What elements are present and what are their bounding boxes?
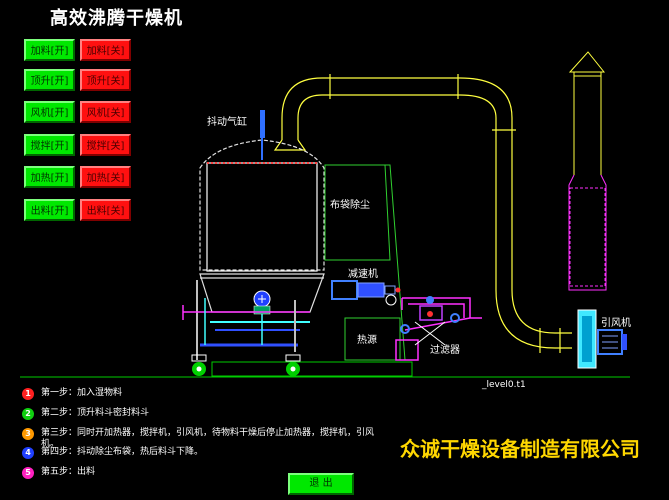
company-name: 众诚干燥设备制造有限公司 (400, 437, 640, 461)
step-text: 第一步：加入湿物料 (41, 388, 123, 398)
reducer-label: 减速机 (348, 269, 378, 280)
fan-label: 引风机 (601, 318, 631, 329)
vibration-cylinder (260, 110, 265, 160)
filter-label: 过滤器 (430, 345, 460, 356)
step-number-badge: 3 (22, 428, 34, 440)
heat-source-piping (395, 297, 482, 361)
bowl-motor (253, 290, 271, 315)
exit-button[interactable]: 退 出 (288, 473, 354, 495)
fan-on-button[interactable]: 风机[开] (24, 101, 75, 123)
dryer-tower (199, 139, 325, 313)
discharge-off-button[interactable]: 出料[关] (80, 199, 131, 221)
chimney-stack (568, 51, 607, 291)
base-platform (211, 361, 413, 377)
page-title: 高效沸腾干燥机 (50, 8, 183, 29)
step-number-badge: 5 (22, 467, 34, 479)
cylinder-label: 抖动气缸 (207, 117, 247, 128)
feed-off-button[interactable]: 加料[关] (80, 39, 131, 61)
trolley-frame (183, 280, 310, 360)
reducer-motor (331, 280, 401, 300)
heat-source-label: 热源 (357, 335, 377, 346)
bag-filter-label: 布袋除尘 (330, 200, 370, 211)
step-text: 第四步：抖动除尘布袋，热后料斗下降。 (41, 447, 204, 457)
step-text: 第五步：出料 (41, 467, 96, 477)
stir-off-button[interactable]: 搅拌[关] (80, 134, 131, 156)
lift-off-button[interactable]: 顶升[关] (80, 69, 131, 91)
heat-on-button[interactable]: 加热[开] (24, 166, 75, 188)
filter-valve (385, 294, 460, 346)
exhaust-duct (273, 74, 572, 353)
step-number-badge: 4 (22, 447, 34, 459)
heat-off-button[interactable]: 加热[关] (80, 166, 131, 188)
lift-on-button[interactable]: 顶升[开] (24, 69, 75, 91)
step-text: 第二步：顶升料斗密封料斗 (41, 408, 150, 418)
feed-on-button[interactable]: 加料[开] (24, 39, 75, 61)
fan-off-button[interactable]: 风机[关] (80, 101, 131, 123)
step-number-badge: 2 (22, 408, 34, 420)
step-text: 第三步：同时开加热器，搅拌机，引风机，待物料干燥后停止加热器，搅拌机，引风机。 (41, 428, 375, 449)
discharge-on-button[interactable]: 出料[开] (24, 199, 75, 221)
trolley-wheels (191, 354, 301, 376)
step-number-badge: 1 (22, 388, 34, 400)
bag-filter-housing (324, 164, 406, 361)
stir-on-button[interactable]: 搅拌[开] (24, 134, 75, 156)
file-label: _level0.t1 (482, 380, 526, 390)
induced-fan (577, 309, 627, 369)
